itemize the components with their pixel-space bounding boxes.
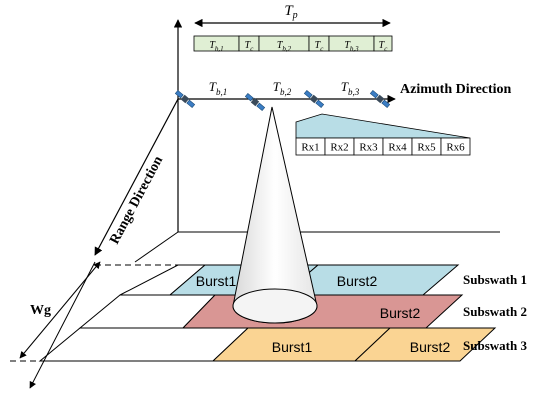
ground-left-edge-upper: [134, 231, 179, 263]
rx-boxes: Rx1 Rx2 Rx3 Rx4 Rx5 Rx6: [295, 137, 471, 156]
timeline-segment-label: Tc: [315, 40, 325, 53]
timeline-segment-label: Tb,2: [277, 40, 292, 53]
orbit-track: Tb,1 Tb,2 Tb,3: [174, 79, 391, 112]
burst-label: Burst1: [272, 339, 313, 355]
burst-label: Burst2: [380, 305, 421, 321]
satellite-icon: [244, 92, 266, 112]
burst-label: Burst2: [410, 339, 451, 355]
rx-label: Rx2: [330, 142, 348, 154]
receiver-array: Rx1 Rx2 Rx3 Rx4 Rx5 Rx6: [295, 113, 471, 156]
timeline-segment-label: Tb,3: [344, 40, 359, 53]
burst-label: Burst1: [196, 273, 237, 289]
wg-label: Wg: [30, 303, 51, 318]
range-axis-ground-projection: [29, 261, 96, 389]
tp-timeline: Tp Tb,1 Tc Tb,2 Tc Tb,3 Tc: [193, 3, 393, 53]
rx-label: Rx4: [388, 142, 407, 154]
subswath-label: Subswath 3: [463, 338, 527, 353]
timeline-segment-label: Tb,1: [209, 40, 223, 53]
timeline-segments: Tb,1 Tc Tb,2 Tc Tb,3 Tc: [193, 35, 393, 53]
tp-label: Tp: [284, 3, 297, 21]
rx-beam-fan: [295, 113, 471, 139]
subswath-label: Subswath 2: [463, 304, 527, 319]
timeline-segment: [373, 35, 393, 52]
azimuth-direction-label: Azimuth Direction: [400, 82, 512, 97]
rx-label: Rx5: [417, 142, 436, 154]
burst-label: Burst2: [337, 273, 378, 289]
ground-swaths: Burst1 Burst2 Burst2 Burst1 Burst2 Subsw…: [10, 261, 527, 389]
antenna-beam-cone: [232, 106, 318, 324]
rx-label: Rx3: [359, 142, 378, 154]
subswath-label: Subswath 1: [463, 272, 527, 287]
burst-duration-label: Tb,2: [273, 79, 292, 97]
burst-duration-label: Tb,1: [209, 79, 227, 97]
rx-label: Rx1: [301, 142, 319, 154]
range-direction-label: Range Direction: [107, 154, 166, 247]
track-labels: Tb,1 Tb,2 Tb,3: [209, 79, 360, 97]
beam-footprint: [232, 288, 318, 324]
range-axis: [94, 98, 179, 256]
timeline-segment-label: Tc: [245, 40, 255, 53]
rx-box: [440, 137, 471, 156]
rx-label: Rx6: [446, 142, 465, 154]
timeline-segment-label: Tc: [379, 40, 389, 53]
burst-duration-label: Tb,3: [341, 79, 360, 97]
subswath3-gap: [38, 327, 250, 362]
subswath3-burst2: [353, 327, 497, 362]
